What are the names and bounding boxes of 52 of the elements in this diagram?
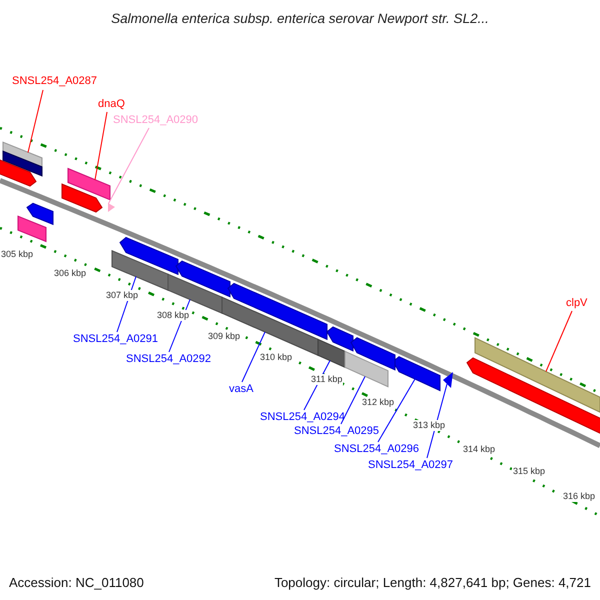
gene-marker (443, 372, 453, 388)
scale-label: 310 kbp (259, 352, 294, 363)
gene-label: vasA (229, 383, 254, 396)
leader-line (426, 384, 448, 458)
gene-block (62, 183, 103, 213)
gene-block (227, 282, 328, 340)
gene-block (119, 236, 178, 276)
gene-label: SNSL254_A0294 (260, 411, 346, 424)
leader-line (94, 112, 108, 180)
scale-label: 311 kbp (310, 374, 344, 385)
gene-label: SNSL254_A0290 (113, 114, 198, 127)
gene-marker (108, 203, 115, 212)
gene-block (474, 337, 600, 413)
gene-block (68, 168, 110, 201)
info-text: Topology: circular; Length: 4,827,641 bp; Genes: 4,721 (274, 574, 591, 592)
gene-label: clpV (566, 297, 588, 310)
scale-label: 315 kbp (512, 466, 546, 477)
leader-line (242, 332, 266, 382)
map-title: Salmonella enterica subsp. enterica serovar Newport str. SL2... (110, 10, 490, 28)
gene-block (344, 350, 388, 388)
leader-line (378, 378, 416, 442)
gene-block (466, 357, 600, 436)
leader-line (340, 376, 366, 424)
gene-block (18, 215, 46, 242)
scale-label: 308 kbp (156, 310, 190, 321)
gene-block (175, 260, 230, 298)
gene-label: SNSL254_A0295 (294, 425, 380, 438)
scale-label: 309 kbp (207, 331, 242, 342)
gene-label: SNSL254_A0292 (126, 353, 212, 366)
info-text: Accession: NC_011080 (9, 574, 144, 592)
leader-line (28, 90, 44, 153)
scale-label: 305 kbp (0, 249, 34, 260)
scale-label: 306 kbp (53, 268, 88, 279)
gene-label: SNSL254_A0297 (368, 459, 454, 472)
leader-line (546, 310, 572, 372)
scale-label: 307 kbp (105, 290, 140, 301)
gene-block (350, 337, 396, 371)
gene-bar (2, 141, 42, 177)
gene-label: SNSL254_A0287 (12, 75, 98, 88)
gene-block (0, 157, 37, 187)
gene-label: SNSL254_A0291 (73, 333, 158, 346)
scale-label: 314 kbp (462, 444, 496, 455)
scale-label: 313 kbp (412, 420, 446, 431)
leader-line (108, 128, 150, 204)
gene-block (112, 250, 168, 291)
scale-label: 312 kbp (361, 397, 396, 408)
scale-label: 316 kbp (562, 491, 596, 502)
gene-label: SNSL254_A0296 (334, 443, 420, 456)
gene-label: dnaQ (98, 98, 125, 111)
gene-block (318, 338, 346, 368)
gene-block (326, 326, 354, 352)
gene-block (26, 202, 54, 226)
